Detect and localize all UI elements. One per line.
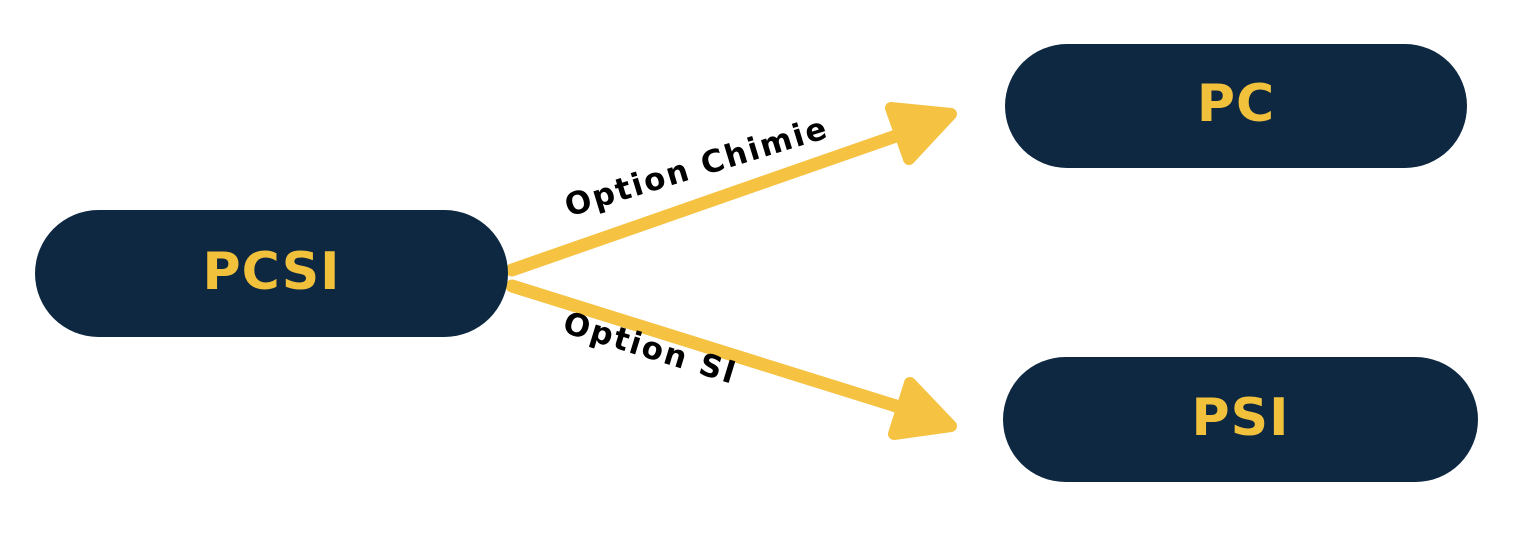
edge-pcsi-to-psi xyxy=(505,279,957,440)
node-psi: PSI xyxy=(1003,357,1478,482)
node-pcsi: PCSI xyxy=(35,210,508,337)
node-pcsi-label: PCSI xyxy=(202,241,341,302)
arrowhead-up-right-icon xyxy=(885,102,957,165)
node-pc-label: PC xyxy=(1196,74,1276,134)
edge-pcsi-to-pc xyxy=(505,102,957,277)
arrowhead-down-right-icon xyxy=(888,377,957,440)
node-pc: PC xyxy=(1005,44,1467,168)
arrow-shaft xyxy=(505,279,903,413)
node-psi-label: PSI xyxy=(1191,387,1290,448)
arrow-shaft xyxy=(505,129,903,277)
